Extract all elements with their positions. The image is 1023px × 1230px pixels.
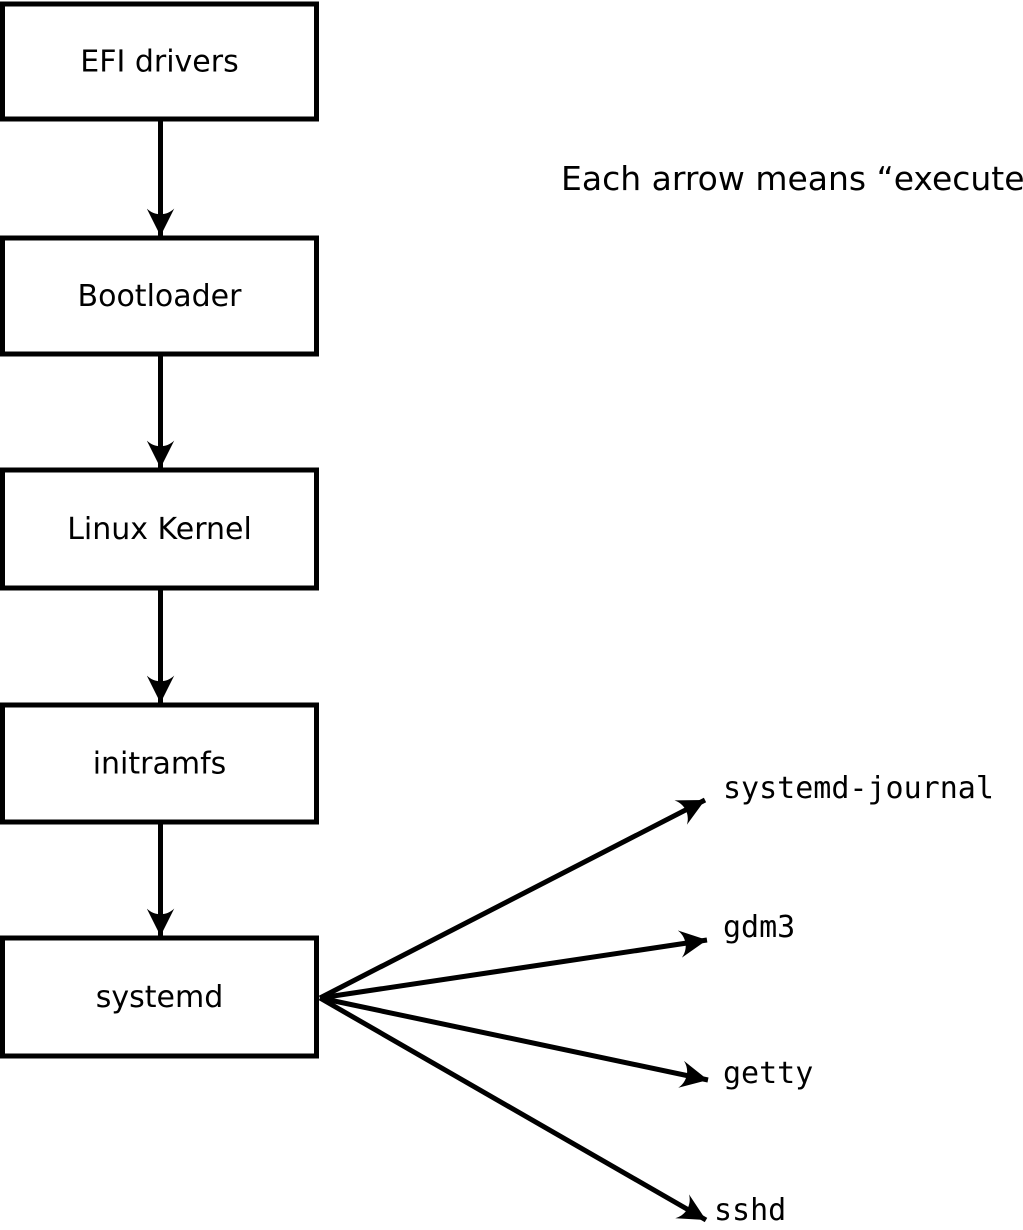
process-label-gdm3: gdm3	[723, 910, 795, 945]
process-label-sshd: sshd	[714, 1193, 786, 1228]
node-bootloader-box	[0, 235, 319, 357]
node-linux-kernel: Linux Kernel	[0, 467, 319, 591]
node-efi-drivers-label: EFI drivers	[80, 45, 238, 80]
executes-arrow-systemd-to-sshd	[318, 995, 708, 1223]
node-initramfs-box	[0, 702, 319, 825]
process-label-getty: getty	[723, 1056, 813, 1091]
node-initramfs-label: initramfs	[93, 747, 227, 782]
node-systemd-box	[0, 935, 319, 1059]
node-systemd: systemd	[0, 935, 319, 1059]
node-efi-drivers-box	[0, 1, 319, 122]
node-bootloader-label: Bootloader	[78, 279, 243, 314]
process-label-systemd-journal: systemd-journal	[723, 771, 994, 806]
executes-arrow-systemd-to-gdm3	[319, 930, 708, 1001]
node-systemd-label: systemd	[96, 980, 224, 1015]
node-initramfs: initramfs	[0, 702, 319, 825]
node-linux-kernel-label: Linux Kernel	[67, 512, 252, 547]
node-bootloader: Bootloader	[0, 235, 319, 357]
executes-arrow-systemd-to-systemd-journal	[318, 797, 707, 1001]
annotation-text: Each arrow means “executes”.	[561, 159, 1023, 198]
executes-arrow-systemd-to-getty	[319, 995, 709, 1088]
node-efi-drivers: EFI drivers	[0, 1, 319, 122]
node-linux-kernel-box	[0, 467, 319, 591]
